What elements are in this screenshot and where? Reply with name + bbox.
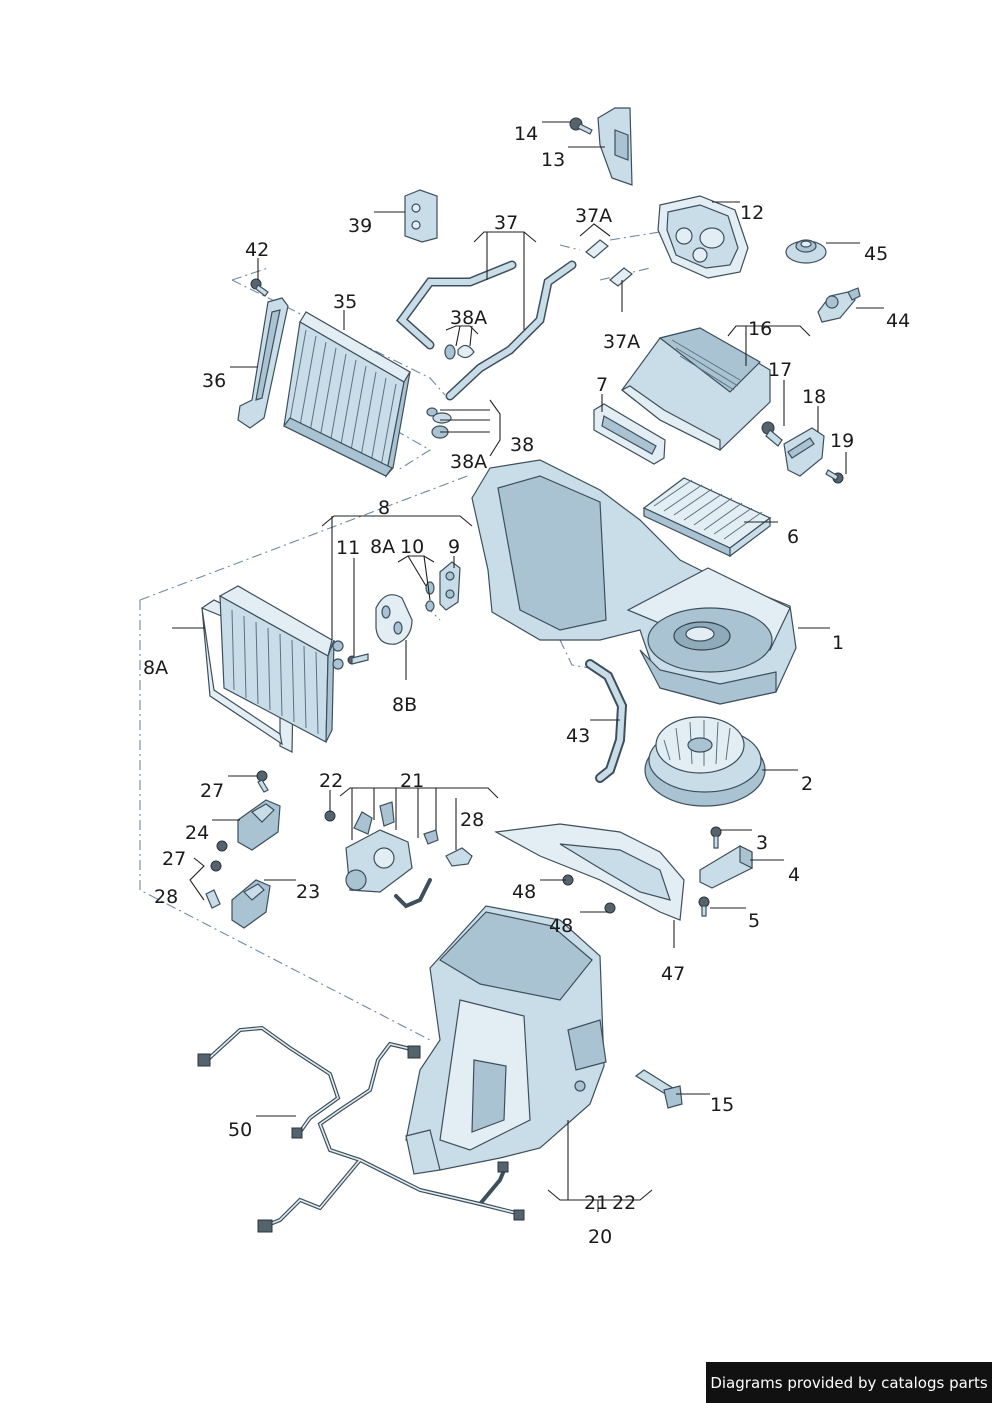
callout-27-bottom: 27 [162,848,186,870]
callout-28-top: 28 [460,809,484,831]
callout-2: 2 [801,773,813,795]
part-2-blower [644,716,766,807]
callout-48-a: 48 [512,881,536,903]
callout-20: 20 [588,1226,612,1248]
part-1-housing [471,459,797,705]
part-27-screw-mid [216,840,228,852]
part-13-bracket [597,107,633,186]
part-18-sensor [783,427,825,477]
callout-8B: 8B [392,694,417,716]
callout-48-b: 48 [549,915,573,937]
part-47-cover [494,823,685,921]
part-10-seal-rings [425,581,435,612]
part-8-evaporator [218,585,344,743]
part-21-servo-motor [345,801,432,909]
part-23-actuator [231,879,271,929]
callout-8A-valve: 8A [370,536,395,558]
callout-11: 11 [336,537,360,559]
footer-credit: Diagrams provided by catalogs parts [706,1362,992,1403]
part-39-block [404,189,438,243]
part-9-expansion-valve [439,561,461,611]
part-28-bracket [423,829,473,867]
callout-44: 44 [886,310,910,332]
part-24-actuator [237,799,281,851]
part-20-climate-unit [405,905,607,1175]
part-35-heat-exchanger [283,311,411,479]
part-27-screw-top [256,770,269,793]
callout-8A-filter: 8A [143,657,168,679]
part-22-screw [324,810,336,822]
part-16-intake-housing [620,327,771,451]
callout-19: 19 [830,430,854,452]
callout-27-top: 27 [200,780,224,802]
callout-3: 3 [756,832,768,854]
callout-36: 36 [202,370,226,392]
part-12-seal [657,195,749,279]
part-37-pipes [395,260,577,401]
callout-16: 16 [748,318,772,340]
callout-15: 15 [710,1094,734,1116]
callout-9: 9 [448,536,460,558]
callout-23: 23 [296,881,320,903]
part-19-screw [825,469,844,484]
callout-8: 8 [378,497,390,519]
callout-24: 24 [185,822,209,844]
callout-35: 35 [333,291,357,313]
part-44-valve [817,287,861,323]
part-4-resistor [699,845,753,889]
part-14-screw [569,117,593,135]
callout-7: 7 [596,374,608,396]
part-6-dust-filter [642,477,772,558]
callout-37A-top: 37A [575,205,612,227]
part-11-screw [347,653,369,665]
callout-45: 45 [864,243,888,265]
part-5-screw [698,896,710,917]
callout-4: 4 [788,864,800,886]
part-38A-rings [426,344,475,439]
callout-43: 43 [566,725,590,747]
callout-21-top: 21 [400,770,424,792]
callout-38: 38 [510,434,534,456]
callout-1: 1 [832,632,844,654]
callout-21-bottom: 21 [584,1192,608,1214]
callout-38A-top: 38A [450,307,487,329]
part-37A-seals [585,239,633,287]
callout-14: 14 [514,123,538,145]
callout-50: 50 [228,1119,252,1141]
part-3-screw [710,826,722,849]
callout-13: 13 [541,149,565,171]
callout-labels: 14 13 12 39 37 37A 45 42 35 44 38A 16 37… [143,123,910,1248]
callout-6: 6 [787,526,799,548]
callout-12: 12 [740,202,764,224]
callout-5: 5 [748,910,760,932]
callout-42: 42 [245,239,269,261]
part-15-sensor [634,1069,683,1109]
callout-47: 47 [661,963,685,985]
callout-38A-bottom: 38A [450,451,487,473]
callout-39: 39 [348,215,372,237]
callout-22-bottom: 22 [612,1192,636,1214]
part-28-clip [205,860,222,909]
part-50-wiring-harness [197,1025,525,1233]
callout-37: 37 [494,212,518,234]
callout-17: 17 [768,359,792,381]
part-17-clip [761,421,783,447]
leader-lines [172,121,884,1212]
callout-18: 18 [802,386,826,408]
part-36-bracket [237,297,289,429]
part-45-grommet [785,239,827,264]
part-42-screw [250,278,269,297]
callout-10: 10 [400,536,424,558]
part-43-hose [585,659,628,783]
callout-37A-bottom: 37A [603,331,640,353]
part-7-gasket [593,403,666,465]
callout-22-top: 22 [319,770,343,792]
callout-28-bottom: 28 [154,886,178,908]
part-8B-seal [375,594,413,645]
